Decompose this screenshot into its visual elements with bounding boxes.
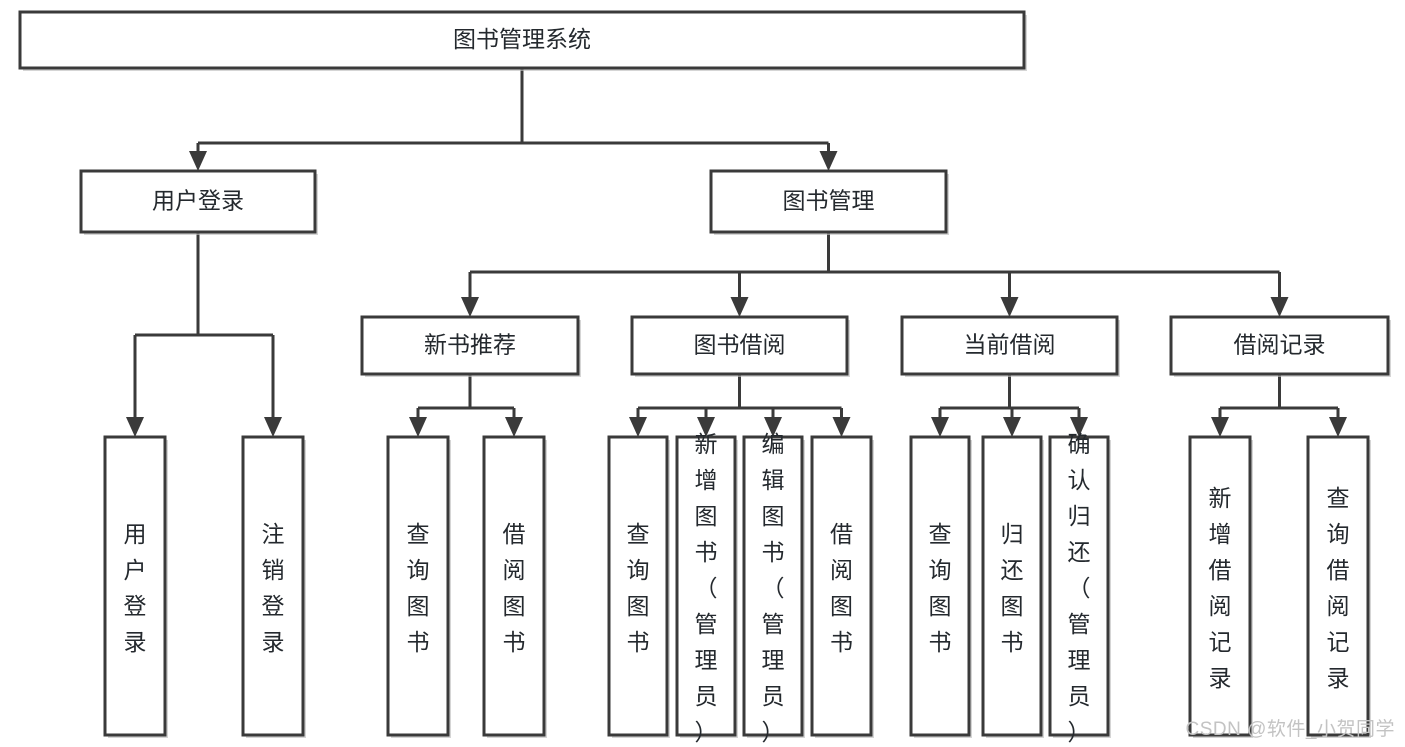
arrow-head-icon xyxy=(409,417,427,437)
arrow-head-icon xyxy=(189,151,207,171)
node-layer: 图书管理系统用户登录图书管理新书推荐图书借阅当前借阅借阅记录用户登录注销登录查询… xyxy=(18,10,1391,745)
node-leaf-7[interactable]: 借阅图书 xyxy=(810,435,874,738)
node-label: 用户登录 xyxy=(152,188,244,214)
node-label: 查询图书 xyxy=(929,521,952,655)
node-label: 查询图书 xyxy=(407,521,430,655)
arrow-head-icon xyxy=(697,417,715,437)
node-leaf-9[interactable]: 归还图书 xyxy=(981,435,1044,738)
node-leaf-6[interactable]: 编辑图书（管理员） xyxy=(742,431,805,745)
watermark-label: CSDN @软件_小贺同学 xyxy=(1185,719,1395,740)
node-leaf-1[interactable]: 注销登录 xyxy=(241,435,306,738)
arrow-head-icon xyxy=(1000,297,1019,317)
arrow-head-icon xyxy=(126,417,144,437)
arrow-head-icon xyxy=(1070,417,1088,437)
node-label: 注销登录 xyxy=(262,521,285,655)
node-label: 当前借阅 xyxy=(964,332,1056,358)
node-label: 借阅记录 xyxy=(1234,332,1326,358)
node-label: 归还图书 xyxy=(1001,521,1024,655)
node-root-图书管理系统[interactable]: 图书管理系统 xyxy=(18,10,1027,71)
node-label: 编辑图书（管理员） xyxy=(762,431,785,745)
node-label: 确认归还（管理员） xyxy=(1068,431,1091,745)
node-leaf-10[interactable]: 确认归还（管理员） xyxy=(1048,431,1111,745)
node-label: 查询借阅记录 xyxy=(1327,485,1350,691)
node-label: 查询图书 xyxy=(627,521,650,655)
node-label: 图书借阅 xyxy=(694,332,786,358)
node-label: 借阅图书 xyxy=(830,521,853,655)
node-label: 新增借阅记录 xyxy=(1209,485,1232,691)
node-level3-0[interactable]: 新书推荐 xyxy=(360,315,581,377)
node-label: 用户登录 xyxy=(124,521,147,655)
node-level3-3[interactable]: 借阅记录 xyxy=(1169,315,1391,377)
connector-layer xyxy=(126,68,1347,437)
node-leaf-4[interactable]: 查询图书 xyxy=(607,435,670,738)
arrow-head-icon xyxy=(819,151,838,171)
node-level2-1[interactable]: 图书管理 xyxy=(709,169,949,235)
node-level3-1[interactable]: 图书借阅 xyxy=(630,315,850,377)
arrow-head-icon xyxy=(1211,417,1229,437)
arrow-head-icon xyxy=(1270,297,1289,317)
node-leaf-2[interactable]: 查询图书 xyxy=(386,435,451,738)
arrow-head-icon xyxy=(832,417,851,437)
arrow-head-icon xyxy=(1329,417,1347,437)
node-leaf-8[interactable]: 查询图书 xyxy=(909,435,972,738)
node-label: 图书管理 xyxy=(783,188,875,214)
arrow-head-icon xyxy=(1003,417,1021,437)
node-label: 图书管理系统 xyxy=(453,26,591,52)
arrow-head-icon xyxy=(264,417,282,437)
node-leaf-5[interactable]: 新增图书（管理员） xyxy=(675,431,738,745)
arrow-head-icon xyxy=(931,417,949,437)
node-label: 新书推荐 xyxy=(424,332,516,358)
node-level2-0[interactable]: 用户登录 xyxy=(79,169,318,235)
arrow-head-icon xyxy=(461,297,479,317)
arrow-head-icon xyxy=(629,417,647,437)
node-leaf-12[interactable]: 查询借阅记录 xyxy=(1306,435,1371,738)
node-leaf-3[interactable]: 借阅图书 xyxy=(482,435,547,738)
node-leaf-0[interactable]: 用户登录 xyxy=(103,435,168,738)
node-label: 借阅图书 xyxy=(503,521,526,655)
arrow-head-icon xyxy=(505,417,523,437)
node-leaf-11[interactable]: 新增借阅记录 xyxy=(1188,435,1253,738)
arrow-head-icon xyxy=(764,417,782,437)
arrow-head-icon xyxy=(730,297,749,317)
node-label: 新增图书（管理员） xyxy=(695,431,718,745)
node-level3-2[interactable]: 当前借阅 xyxy=(900,315,1120,377)
